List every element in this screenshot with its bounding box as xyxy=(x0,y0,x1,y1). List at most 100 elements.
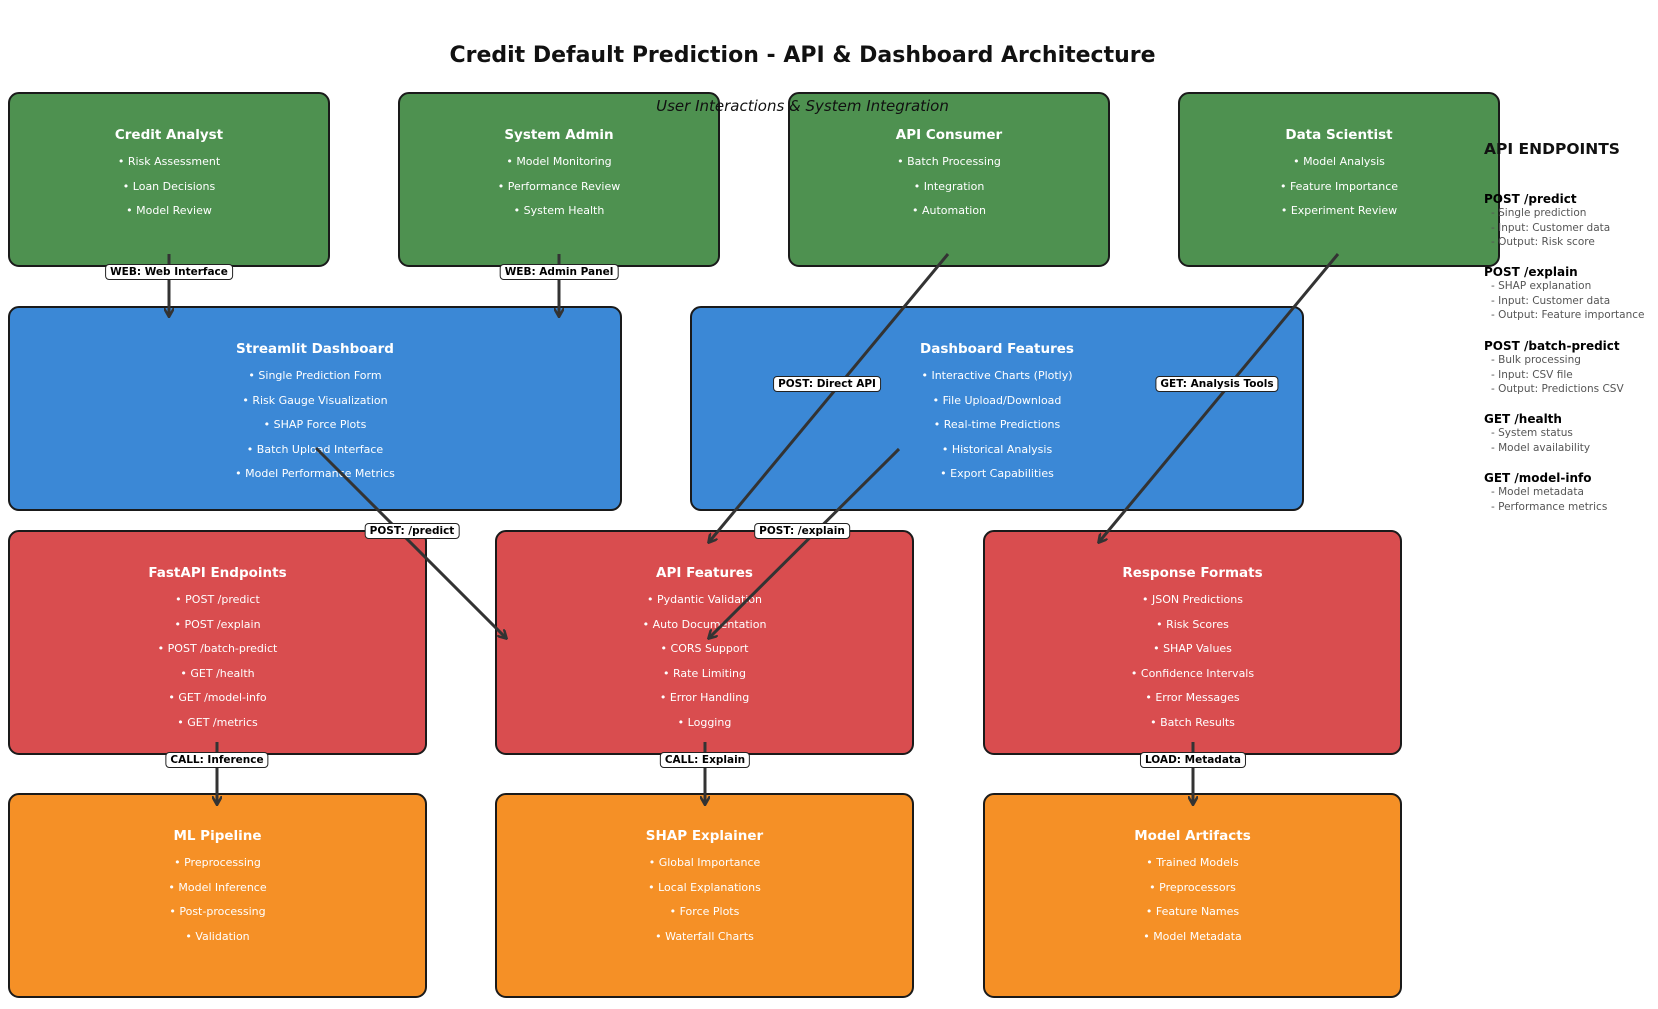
endpoint-detail: - Bulk processing xyxy=(1491,354,1581,366)
box-item: Auto Documentation xyxy=(497,613,912,638)
box-item: CORS Support xyxy=(497,637,912,662)
box-item: Performance Review xyxy=(400,175,718,200)
box-item: Risk Assessment xyxy=(10,150,328,175)
endpoint-detail: - Model availability xyxy=(1491,441,1591,454)
endpoint-predict: POST /predict- Single prediction - Input:… xyxy=(1484,192,1610,250)
box-item: GET /model-info xyxy=(10,686,425,711)
endpoint-detail: - Performance metrics xyxy=(1491,500,1608,513)
endpoint-explain: POST /explain- SHAP explanation - Input: … xyxy=(1484,265,1644,323)
label-direct-api: POST: Direct API xyxy=(773,376,881,392)
api-endpoints-heading: API ENDPOINTS xyxy=(1484,140,1620,158)
box-item: Model Analysis xyxy=(1180,150,1498,175)
shap-explainer-box: SHAP ExplainerGlobal ImportanceLocal Exp… xyxy=(495,793,914,998)
box-title: FastAPI Endpoints xyxy=(148,565,287,581)
box-item-list: Trained ModelsPreprocessorsFeature Names… xyxy=(985,851,1400,949)
endpoint-detail: - Output: Predictions CSV xyxy=(1491,383,1624,395)
box-item-list: Model AnalysisFeature ImportanceExperime… xyxy=(1180,150,1498,224)
endpoint-model-info: GET /model-info- Model metadata- Perform… xyxy=(1484,471,1607,514)
box-item-list: Interactive Charts (Plotly)File Upload/D… xyxy=(692,364,1302,487)
box-item: SHAP Force Plots xyxy=(10,413,620,438)
label-web-interface: WEB: Web Interface xyxy=(105,264,233,280)
response-formats-box: Response FormatsJSON PredictionsRisk Sco… xyxy=(983,530,1402,755)
ml-pipeline-box: ML PipelinePreprocessingModel InferenceP… xyxy=(8,793,427,998)
box-item: Trained Models xyxy=(985,851,1400,876)
endpoint-health: GET /health- System status- Model availa… xyxy=(1484,412,1590,455)
box-title: ML Pipeline xyxy=(173,828,262,844)
box-title: Streamlit Dashboard xyxy=(236,341,394,357)
api-features-box: API FeaturesPydantic ValidationAuto Docu… xyxy=(495,530,914,755)
box-item: GET /health xyxy=(10,662,425,687)
box-item: Preprocessing xyxy=(10,851,425,876)
box-title: Model Artifacts xyxy=(1134,828,1251,844)
endpoint-name: GET /health xyxy=(1484,412,1562,426)
label-post-predict: POST: /predict xyxy=(364,523,460,539)
box-title: API Consumer xyxy=(895,127,1003,143)
label-post-explain: POST: /explain xyxy=(754,523,850,539)
box-title: SHAP Explainer xyxy=(645,828,764,844)
box-item: Model Inference xyxy=(10,876,425,901)
box-item: Error Messages xyxy=(985,686,1400,711)
arrow-consumer-to-api-features xyxy=(709,253,950,542)
box-item-list: Model MonitoringPerformance ReviewSystem… xyxy=(400,150,718,224)
box-item: System Health xyxy=(400,199,718,224)
dashboard-features-box: Dashboard FeaturesInteractive Charts (Pl… xyxy=(690,306,1304,511)
box-title: System Admin xyxy=(504,127,614,143)
box-item: Interactive Charts (Plotly) xyxy=(692,364,1302,389)
box-item-list: Single Prediction FormRisk Gauge Visuali… xyxy=(10,364,620,487)
box-title: Dashboard Features xyxy=(920,341,1074,357)
box-item: Logging xyxy=(497,711,912,736)
box-item: POST /explain xyxy=(10,613,425,638)
box-item: Model Metadata xyxy=(985,925,1400,950)
label-call-explain: CALL: Explain xyxy=(659,752,751,768)
endpoint-name: POST /explain xyxy=(1484,265,1578,279)
api-consumer-box: API ConsumerBatch ProcessingIntegrationA… xyxy=(788,92,1110,267)
box-item: SHAP Values xyxy=(985,637,1400,662)
model-artifacts-box: Model ArtifactsTrained ModelsPreprocesso… xyxy=(983,793,1402,998)
endpoint-detail: - Input: Customer data xyxy=(1491,294,1611,307)
box-item: Real-time Predictions xyxy=(692,413,1302,438)
box-item: Risk Gauge Visualization xyxy=(10,389,620,414)
box-item-list: Pydantic ValidationAuto DocumentationCOR… xyxy=(497,588,912,735)
box-item: Global Importance xyxy=(497,851,912,876)
box-item: Historical Analysis xyxy=(692,438,1302,463)
box-item: Single Prediction Form xyxy=(10,364,620,389)
box-item: Waterfall Charts xyxy=(497,925,912,950)
endpoint-name: POST /batch-predict xyxy=(1484,339,1620,353)
box-title: Response Formats xyxy=(1122,565,1263,581)
arrow-streamlit-to-api-features xyxy=(314,446,506,638)
box-item: POST /predict xyxy=(10,588,425,613)
box-item: Force Plots xyxy=(497,900,912,925)
box-item: Feature Names xyxy=(985,900,1400,925)
box-item: Loan Decisions xyxy=(10,175,328,200)
box-item-list: PreprocessingModel InferencePost-process… xyxy=(10,851,425,949)
box-item: JSON Predictions xyxy=(985,588,1400,613)
box-item: Model Review xyxy=(10,199,328,224)
box-item: Model Performance Metrics xyxy=(10,462,620,487)
data-scientist-box: Data ScientistModel AnalysisFeature Impo… xyxy=(1178,92,1500,267)
box-item: Preprocessors xyxy=(985,876,1400,901)
endpoint-detail: - Output: Feature importance xyxy=(1491,309,1645,321)
system-admin-box: System AdminModel MonitoringPerformance … xyxy=(398,92,720,267)
endpoint-batch-predict: POST /batch-predict- Bulk processing- In… xyxy=(1484,339,1624,397)
endpoint-name: POST /predict xyxy=(1484,192,1577,206)
box-item: Batch Processing xyxy=(790,150,1108,175)
endpoint-detail: - Output: Risk score xyxy=(1491,236,1595,248)
streamlit-dashboard-box: Streamlit DashboardSingle Prediction For… xyxy=(8,306,622,511)
box-item: Local Explanations xyxy=(497,876,912,901)
box-item: Validation xyxy=(10,925,425,950)
box-item: Error Handling xyxy=(497,686,912,711)
box-title: Credit Analyst xyxy=(114,127,224,143)
endpoint-detail: - Single prediction xyxy=(1491,207,1587,219)
box-item: Automation xyxy=(790,199,1108,224)
box-item: Integration xyxy=(790,175,1108,200)
endpoint-detail: - Input: Customer data xyxy=(1491,221,1611,234)
endpoint-detail: - SHAP explanation xyxy=(1491,280,1592,292)
box-item: Risk Scores xyxy=(985,613,1400,638)
box-item: Post-processing xyxy=(10,900,425,925)
box-item: GET /metrics xyxy=(10,711,425,736)
box-item: Batch Results xyxy=(985,711,1400,736)
credit-analyst-box: Credit AnalystRisk AssessmentLoan Decisi… xyxy=(8,92,330,267)
